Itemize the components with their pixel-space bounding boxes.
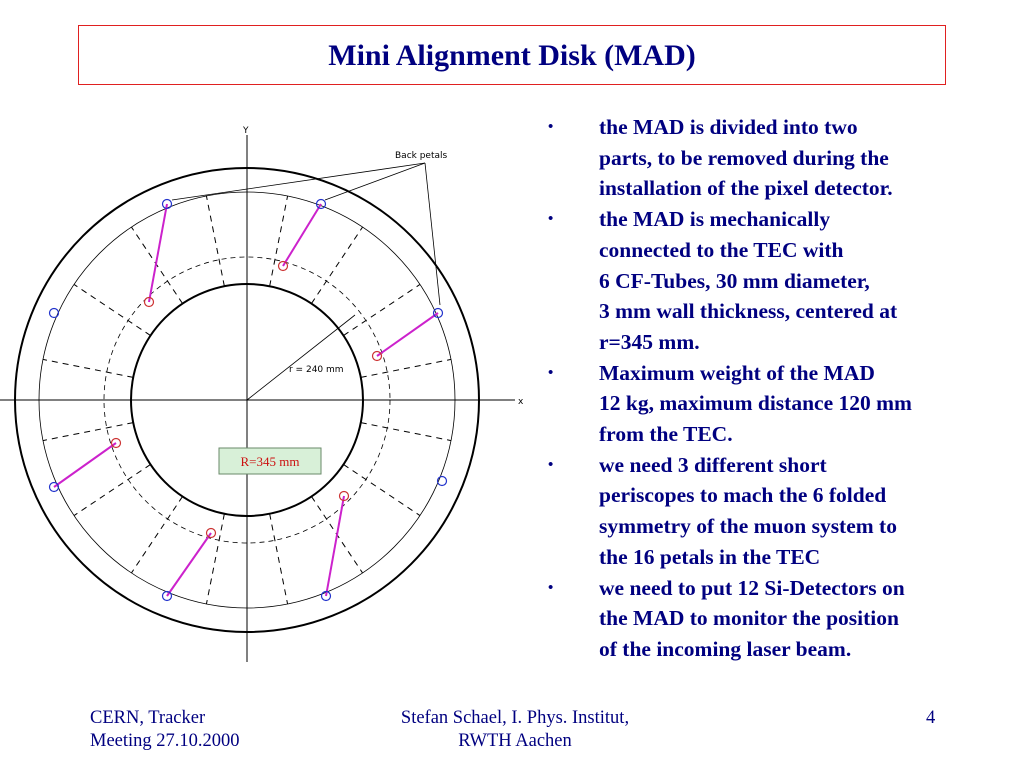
inner-circle xyxy=(130,283,364,517)
x-axis-label: x xyxy=(518,397,524,407)
bullet-marker: • xyxy=(548,579,554,596)
R-label: R=345 mm xyxy=(241,454,300,469)
periscope-3 xyxy=(376,312,439,357)
bullet-text: the MAD is divided into two parts, to be… xyxy=(599,115,893,201)
bullet-marker: • xyxy=(548,211,554,228)
petal-line xyxy=(131,226,183,304)
bullet-text: we need to put 12 Si-Detectors on the MA… xyxy=(599,575,905,661)
petal-line xyxy=(311,226,363,304)
periscope-2 xyxy=(282,203,322,267)
red-markers xyxy=(110,260,383,539)
back-petals-arrows xyxy=(171,162,441,306)
petal-line xyxy=(42,358,134,378)
periscopes xyxy=(53,203,439,597)
petal-line xyxy=(131,496,183,574)
footer-event: CERN, Tracker Meeting 27.10.2000 xyxy=(90,708,240,751)
radius-line xyxy=(246,314,356,401)
bullet-text: Maximum weight of the MAD 12 kg, maximum… xyxy=(599,360,912,447)
bullet-item: • the MAD is divided into two parts, to b… xyxy=(548,112,988,204)
petal-line xyxy=(360,358,452,378)
slide-title: Mini Alignment Disk (MAD) xyxy=(328,39,696,72)
petal-line xyxy=(343,464,421,516)
bullet-text: the MAD is mechanically connected to the… xyxy=(599,207,898,354)
periscope-1 xyxy=(148,203,168,303)
bullet-list: • the MAD is divided into two parts, to b… xyxy=(548,112,988,665)
bullet-item: • Maximum weight of the MAD 12 kg, maximu… xyxy=(548,358,988,450)
title-box: Mini Alignment Disk (MAD) xyxy=(78,25,946,85)
bullet-marker: • xyxy=(548,119,554,135)
petal-line xyxy=(73,464,151,516)
middle-circle xyxy=(38,191,456,609)
y-axis-label: Y xyxy=(242,126,249,136)
blue-markers xyxy=(48,198,448,602)
petal-line xyxy=(343,284,421,336)
petal-line xyxy=(360,422,452,442)
bullet-item: • the MAD is mechanically connected to th… xyxy=(548,204,988,358)
bullet-text: we need 3 different short periscopes to … xyxy=(599,452,897,569)
R-label-box xyxy=(218,447,322,475)
back-petals-label: Back petals xyxy=(395,151,448,161)
bullet-item: • we need 3 different short periscopes to… xyxy=(548,450,988,573)
page-number: 4 xyxy=(926,708,936,728)
periscope-4 xyxy=(53,442,117,488)
radius-label: r = 240 mm xyxy=(289,365,344,375)
petal-line xyxy=(73,284,151,336)
petal-line xyxy=(269,195,289,287)
petal-line xyxy=(42,422,134,442)
inner-dashed-circle xyxy=(103,256,391,544)
petal-line xyxy=(269,513,289,605)
periscope-5 xyxy=(166,532,212,597)
periscope-6 xyxy=(325,495,345,597)
footer-author: Stefan Schael, I. Phys. Institut, RWTH A… xyxy=(400,708,630,751)
petal-line xyxy=(205,195,225,287)
petal-lines xyxy=(42,195,452,605)
bullet-item: • we need to put 12 Si-Detectors on the M… xyxy=(548,573,988,665)
outer-circle xyxy=(14,167,480,633)
bullet-marker: • xyxy=(548,456,554,473)
bullet-marker: • xyxy=(548,364,554,381)
petal-line xyxy=(205,513,225,605)
mad-diagram: Y x r = 240 mm Back petals xyxy=(0,126,524,662)
